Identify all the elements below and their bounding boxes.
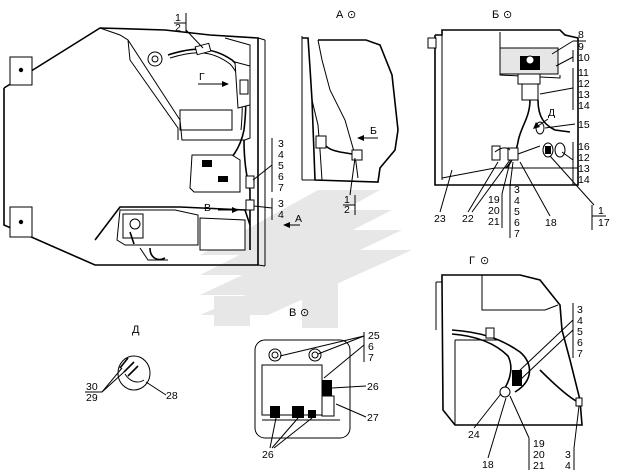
callout-16: 16 — [578, 141, 590, 153]
grommet — [147, 51, 163, 67]
callout-4: 4 — [514, 195, 520, 207]
callout-17: 17 — [598, 217, 610, 229]
callout-4b: 4 — [565, 460, 571, 472]
view-b-title: Б — [492, 9, 499, 21]
callout-3: 3 — [577, 304, 583, 316]
callout-3b: 3 — [278, 198, 284, 210]
callout-21: 21 — [533, 460, 545, 472]
callout-7: 7 — [368, 352, 374, 364]
callout-1: 1 — [344, 194, 350, 206]
view-d: Д 30 29 28 — [85, 324, 178, 404]
callout-4: 4 — [577, 315, 583, 327]
callout-1: 1 — [598, 205, 604, 217]
view-symbol: ⊙ — [480, 255, 489, 267]
callout-20: 20 — [488, 205, 500, 217]
view-symbol: ⊙ — [300, 307, 309, 319]
arrow-label-a: А — [295, 213, 302, 225]
callout-4: 4 — [278, 149, 284, 161]
callout-7: 7 — [278, 182, 284, 194]
callout-19: 19 — [533, 438, 545, 450]
view-a-title: А — [336, 9, 344, 21]
callout-5: 5 — [514, 206, 520, 218]
view-symbol: ⊙ — [503, 9, 512, 21]
callout-13: 13 — [578, 89, 590, 101]
callout-19: 19 — [488, 194, 500, 206]
callout-26b: 26 — [262, 449, 274, 461]
sub-view-label-d: Д — [548, 107, 555, 119]
callout-6: 6 — [514, 217, 520, 229]
callout-18: 18 — [545, 217, 557, 229]
view-v: В ⊙ 25 6 7 26 27 26 — [254, 307, 380, 461]
callout-30: 30 — [86, 381, 98, 393]
main-view — [3, 27, 300, 267]
callout-7: 7 — [577, 348, 583, 360]
callout-12b: 12 — [578, 152, 590, 164]
callout-14: 14 — [578, 100, 590, 112]
view-v-title: В — [289, 307, 296, 319]
callout-4b: 4 — [278, 209, 284, 221]
callout-23: 23 — [434, 213, 446, 225]
callout-21: 21 — [488, 216, 500, 228]
view-g: Г ⊙ 3 4 5 6 7 24 18 19 20 21 3 4 — [435, 255, 583, 472]
callout-3: 3 — [278, 138, 284, 150]
callout-9: 9 — [578, 41, 584, 53]
callout-22: 22 — [462, 213, 474, 225]
callout-5: 5 — [278, 160, 284, 172]
callout-25: 25 — [368, 330, 380, 342]
arrow-label-g: Г — [199, 71, 205, 83]
callout-28: 28 — [166, 390, 178, 402]
view-symbol: ⊙ — [347, 9, 356, 21]
callout-3b: 3 — [565, 449, 571, 461]
callout-10: 10 — [578, 52, 590, 64]
callout-26: 26 — [367, 381, 379, 393]
callout-1: 1 — [175, 12, 181, 24]
main-view-labels: 1 2 Г 3 4 5 6 7 3 4 В А — [174, 12, 302, 225]
callout-7: 7 — [514, 228, 520, 240]
callout-27: 27 — [367, 412, 379, 424]
callout-8: 8 — [578, 29, 584, 41]
callout-29: 29 — [86, 392, 98, 404]
callout-3: 3 — [514, 184, 520, 196]
callout-18: 18 — [482, 459, 494, 471]
callout-12: 12 — [578, 78, 590, 90]
arrow-label-v: В — [204, 202, 211, 214]
callout-5: 5 — [577, 326, 583, 338]
view-b: Б ⊙ 8 9 10 11 12 13 14 15 — [427, 9, 610, 240]
view-d-title: Д — [132, 324, 140, 336]
callout-2: 2 — [344, 204, 350, 216]
callout-2: 2 — [175, 22, 181, 34]
callout-15: 15 — [578, 119, 590, 131]
callout-14b: 14 — [578, 174, 590, 186]
callout-6: 6 — [368, 341, 374, 353]
callout-24: 24 — [468, 429, 480, 441]
callout-6: 6 — [278, 171, 284, 183]
callout-6: 6 — [577, 337, 583, 349]
arrow-label-b: Б — [370, 125, 377, 137]
callout-11: 11 — [578, 67, 589, 79]
callout-20: 20 — [533, 449, 545, 461]
view-a: А ⊙ Б 1 2 — [301, 9, 399, 216]
callout-13b: 13 — [578, 163, 590, 175]
view-g-title: Г — [469, 255, 475, 267]
